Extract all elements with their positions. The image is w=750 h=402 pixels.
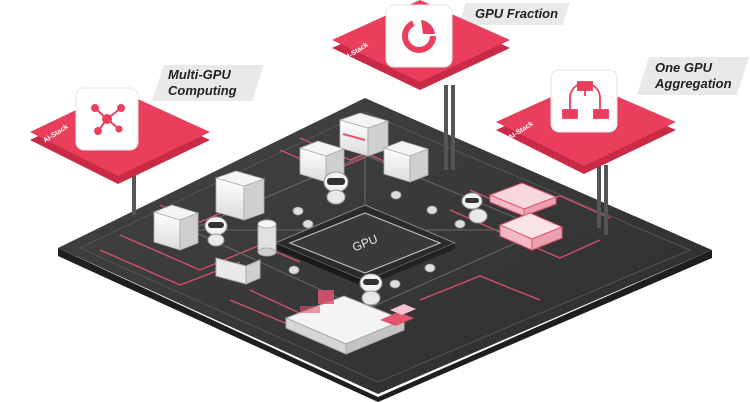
robot-mascot — [461, 192, 488, 224]
callout-gpu-fraction: GPU Fraction — [475, 6, 558, 22]
server-tower — [214, 170, 266, 221]
callout-one-gpu-line2: Aggregation — [655, 76, 732, 91]
storage-cylinder — [257, 219, 277, 257]
server-rack — [338, 112, 390, 157]
network-nodes-icon — [91, 104, 125, 135]
aggregation-tree-icon — [562, 81, 609, 119]
server-cluster-left — [152, 170, 277, 285]
callout-multi-gpu: Multi-GPU Computing — [168, 67, 237, 99]
robot-mascot — [359, 273, 383, 306]
server-rack — [382, 140, 430, 183]
gpu-chip: GPU — [273, 204, 457, 287]
callout-multi-gpu-line1: Multi-GPU — [168, 67, 231, 82]
monitor-box — [215, 257, 261, 285]
callout-one-gpu-line1: One GPU — [655, 60, 713, 75]
robot-mascot — [323, 171, 349, 205]
gpu-block-stack — [461, 182, 564, 251]
card-gpu-fraction: AI-Stack — [332, 0, 510, 90]
callout-multi-gpu-line2: Computing — [168, 83, 237, 98]
callout-one-gpu: One GPU Aggregation — [655, 60, 732, 92]
card-multi-gpu: AI-Stack — [30, 87, 210, 184]
pie-segment-icon — [402, 19, 436, 53]
card-one-gpu: AI-Stack — [496, 69, 676, 174]
workstation-desk — [284, 273, 416, 355]
callout-gpu-fraction-text: GPU Fraction — [475, 6, 559, 21]
connector-nodes — [288, 190, 466, 289]
server-cluster-top — [298, 112, 430, 205]
server-tower — [152, 204, 200, 251]
robot-mascot — [204, 216, 228, 247]
